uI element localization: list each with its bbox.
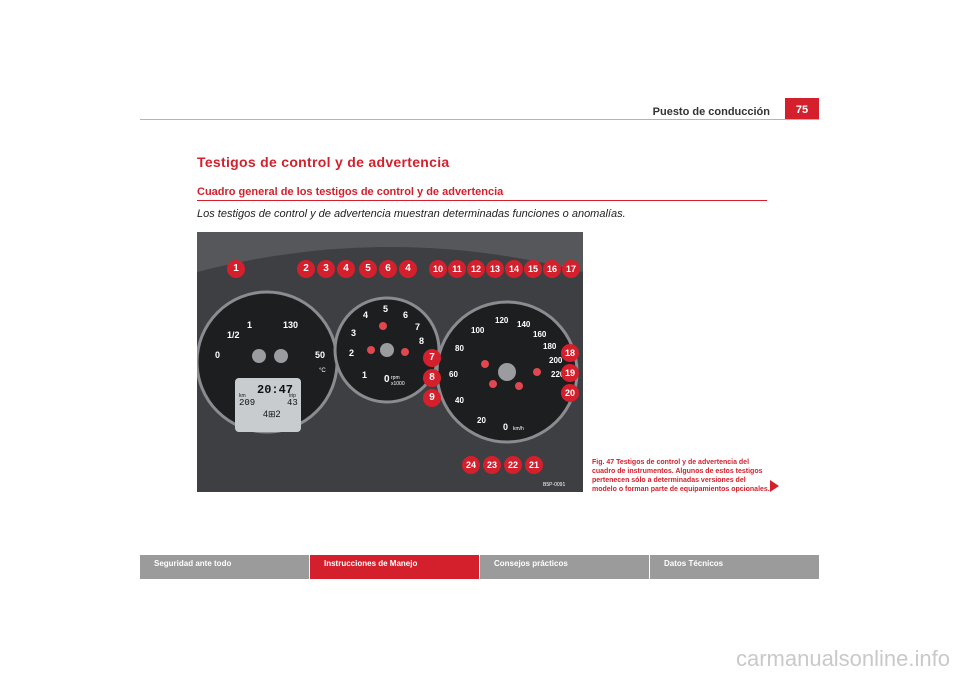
callout-badge: 16	[543, 260, 561, 278]
callout-badge: 23	[483, 456, 501, 474]
callout-badge: 21	[525, 456, 543, 474]
warning-lamp-icon	[367, 346, 375, 354]
callout-badge: 13	[486, 260, 504, 278]
subsection-title: Cuadro general de los testigos de contro…	[197, 186, 504, 198]
instrument-cluster-figure: 0 1/2 1 130 50 °C 20:47 km 209 trip 43 4…	[197, 232, 583, 492]
callout-badge: 3	[317, 260, 335, 278]
callout-badge: 12	[467, 260, 485, 278]
intro-text: Los testigos de control y de advertencia…	[197, 208, 626, 220]
callout-badge: 2	[297, 260, 315, 278]
rpm-mark: 3	[351, 328, 357, 338]
temp-mark-low: 50	[315, 350, 326, 360]
temp-mark-high: 130	[283, 320, 299, 330]
warning-lamp-icon	[481, 360, 489, 368]
callout-badge: 24	[462, 456, 480, 474]
speed-mark: 0	[503, 422, 509, 432]
display-km: 209	[239, 398, 256, 408]
display-trip: 43	[287, 398, 298, 408]
speed-mark: 60	[449, 370, 458, 379]
warning-lamp-icon	[533, 368, 541, 376]
speed-mark: 20	[477, 416, 486, 425]
fuel-mark-empty: 0	[215, 350, 221, 360]
temp-unit: °C	[319, 368, 326, 374]
rpm-mark: 5	[383, 304, 389, 314]
fuel-mark-half: 1/2	[227, 330, 240, 340]
callout-badge: 1	[227, 260, 245, 278]
callout-badge: 5	[359, 260, 377, 278]
callout-badge: 18	[561, 344, 579, 362]
speed-mark: 200	[549, 356, 563, 365]
callout-badge: 4	[399, 260, 417, 278]
rpm-unit: rpm x1000	[391, 375, 405, 387]
tab-consejos[interactable]: Consejos prácticos	[480, 555, 649, 579]
speed-mark: 80	[455, 344, 464, 353]
callout-badge: 17	[562, 260, 580, 278]
warning-lamp-icon	[379, 322, 387, 330]
speed-mark: 120	[495, 316, 509, 325]
callout-badge: 7	[423, 349, 441, 367]
callout-badge: 8	[423, 369, 441, 387]
callout-badge: 4	[337, 260, 355, 278]
rpm-mark: 7	[415, 322, 421, 332]
speed-unit: km/h	[513, 426, 524, 432]
rpm-mark: 6	[403, 310, 409, 320]
fuel-mark-full: 1	[247, 320, 253, 330]
display-time: 20:47	[257, 383, 294, 397]
tab-instrucciones[interactable]: Instrucciones de Manejo	[310, 555, 479, 579]
rpm-mark: 4	[363, 310, 369, 320]
rpm-mark: 2	[349, 348, 355, 358]
display-trip-label: trip	[289, 393, 296, 399]
footer-tabs: Seguridad ante todo Instrucciones de Man…	[140, 555, 819, 579]
speed-mark: 100	[471, 326, 485, 335]
page-number: 75	[785, 98, 819, 120]
speed-mark: 220	[551, 370, 565, 379]
header-rule	[140, 119, 819, 120]
rpm-mark: 8	[419, 336, 425, 346]
callout-row-top: 1 2 3 4 5 6 4 10 11 12 13 14 15 16 17	[197, 260, 583, 280]
display-gear: 4⊞2	[263, 409, 281, 419]
callout-badge: 10	[429, 260, 447, 278]
callout-badge: 19	[561, 364, 579, 382]
rpm-mark: 0	[384, 374, 390, 385]
speed-mark: 160	[533, 330, 547, 339]
section-title: Testigos de control y de advertencia	[197, 154, 450, 170]
callout-badge: 20	[561, 384, 579, 402]
warning-lamp-icon	[401, 348, 409, 356]
next-page-arrow-icon[interactable]	[770, 480, 779, 492]
subsection-rule	[197, 200, 767, 201]
tab-seguridad[interactable]: Seguridad ante todo	[140, 555, 309, 579]
warning-lamp-icon	[489, 380, 497, 388]
warning-lamp-icon	[515, 382, 523, 390]
tab-datos[interactable]: Datos Técnicos	[650, 555, 819, 579]
speed-mark: 180	[543, 342, 557, 351]
rpm-mark: 1	[362, 370, 368, 380]
watermark: carmanualsonline.info	[735, 646, 950, 671]
callout-badge: 22	[504, 456, 522, 474]
speed-mark: 40	[455, 396, 464, 405]
callout-badge: 15	[524, 260, 542, 278]
callout-badge: 6	[379, 260, 397, 278]
speed-mark: 140	[517, 320, 531, 329]
callout-badge: 14	[505, 260, 523, 278]
header-title: Puesto de conducción	[652, 106, 770, 118]
figure-caption: Fig. 47 Testigos de control y de adverte…	[592, 459, 770, 493]
callout-badge: 11	[448, 260, 466, 278]
display-km-label: km	[239, 393, 246, 399]
callout-badge: 9	[423, 389, 441, 407]
figure-code: B5P-0091	[543, 482, 566, 488]
